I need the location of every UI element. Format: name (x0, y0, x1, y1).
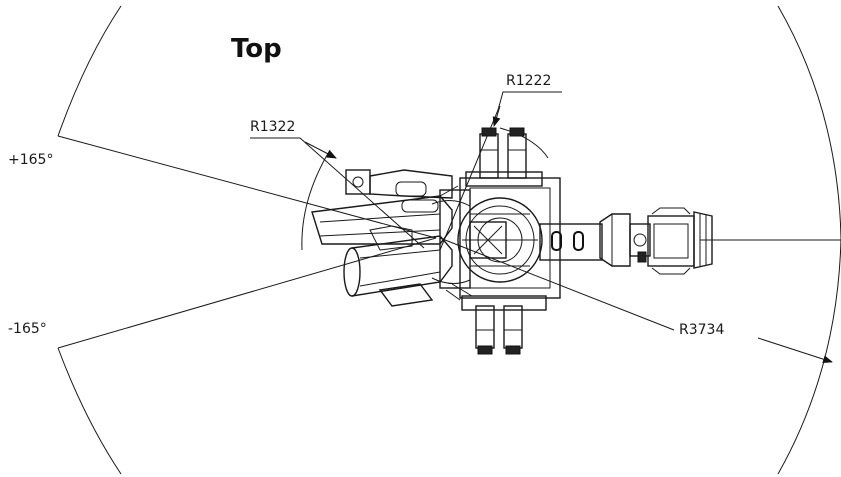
outer-envelope-arc-left (57, 5, 122, 137)
outer-envelope-arc-right (777, 5, 841, 475)
radius-label-r3734: R3734 (679, 322, 725, 338)
upper-arc-r1222 (499, 127, 549, 159)
outer-envelope-arc-left-lower (57, 347, 122, 475)
forearm (343, 225, 453, 307)
angle-label-positive: +165° (8, 152, 54, 168)
leader-r1222 (439, 91, 562, 251)
view-title: Top (231, 34, 282, 64)
limit-line-positive (57, 135, 437, 239)
leader-r3734-arrow (757, 337, 833, 364)
leader-r1322-arrow (304, 141, 337, 159)
top-motors (465, 127, 543, 187)
wrist-assembly (629, 207, 713, 275)
leader-r1322 (250, 137, 425, 249)
upper-arm (311, 169, 453, 245)
inner-arc-r1322 (301, 149, 331, 251)
leader-r3734 (439, 237, 675, 331)
angle-label-negative: -165° (8, 321, 47, 337)
robot-body (311, 127, 713, 355)
radius-label-r1222: R1222 (506, 73, 552, 89)
limit-line-negative (57, 237, 437, 349)
bottom-motors (461, 295, 547, 355)
radius-label-r1322: R1322 (250, 119, 296, 135)
leader-r1222-arrow (492, 105, 501, 127)
